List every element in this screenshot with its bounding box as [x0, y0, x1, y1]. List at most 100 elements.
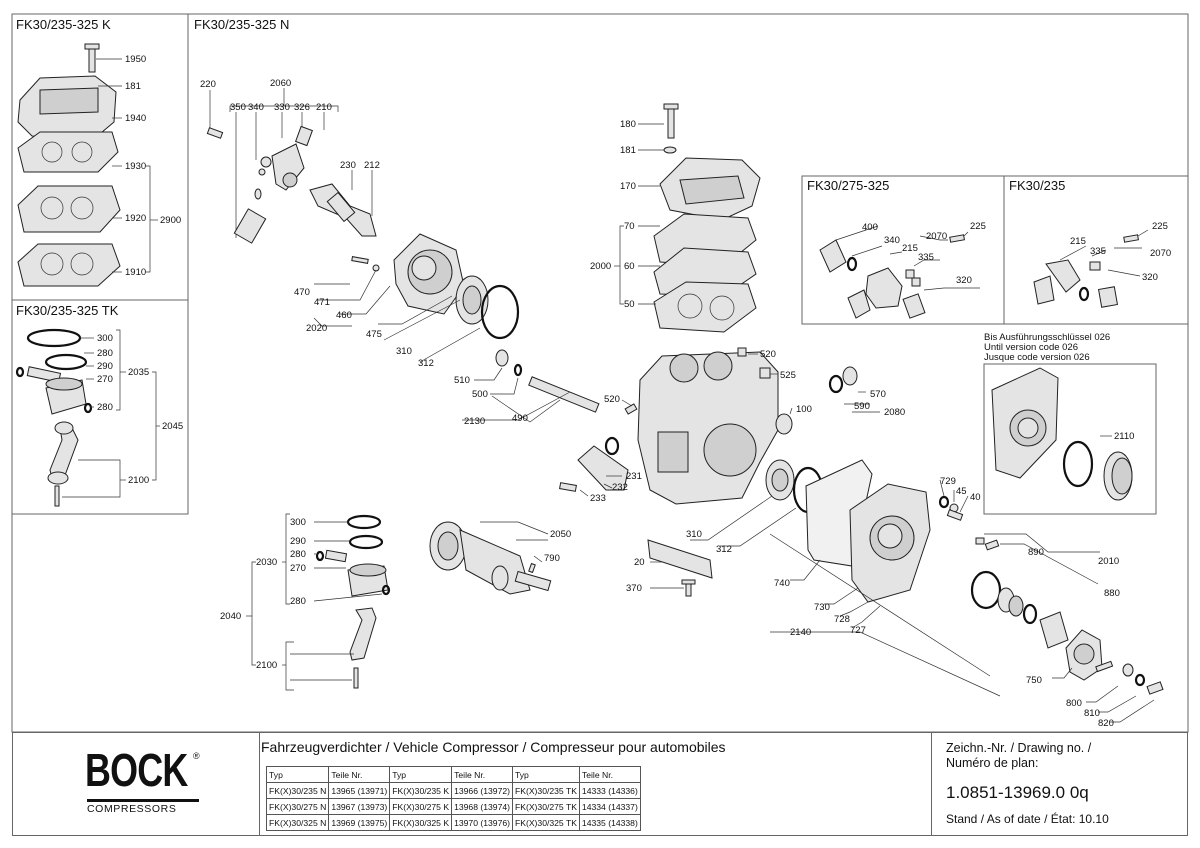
label-290: 290 [290, 536, 306, 547]
section-title-n: FK30/235-325 N [194, 17, 289, 32]
label-2140: 2140 [790, 627, 811, 638]
label-300: 300 [290, 517, 306, 528]
label-340: 340 [248, 102, 264, 113]
label-730: 730 [814, 602, 830, 613]
table-row: FK(X)30/235 N 13965 (13971) FK(X)30/235 … [265, 782, 641, 799]
k-section-parts [17, 43, 158, 287]
label-181: 181 [620, 145, 636, 156]
label-470: 470 [294, 287, 310, 298]
table-cell: FK(X)30/325 N [265, 814, 330, 831]
label-810: 810 [1084, 708, 1100, 719]
n-flange-parts [313, 233, 520, 363]
label-310-a: 310 [396, 346, 412, 357]
version-note-fr: Jusque code version 026 [984, 352, 1090, 363]
table-header-row: Typ Teile Nr. Typ Teile Nr. Typ Teile Nr… [265, 766, 641, 783]
label-510: 510 [454, 375, 470, 386]
label-230: 230 [340, 160, 356, 171]
tk-section-parts [15, 328, 160, 507]
label-460: 460 [336, 310, 352, 321]
tk-label-300: 300 [97, 333, 113, 344]
label-310-b: 310 [686, 529, 702, 540]
table-cell: FK(X)30/275 N [265, 798, 330, 815]
label-181-k: 181 [125, 81, 141, 92]
label-1920: 1920 [125, 213, 146, 224]
header-teile-nr: Teile Nr. [328, 766, 391, 783]
label-729: 729 [940, 476, 956, 487]
label-525: 525 [780, 370, 796, 381]
table-cell: FK(X)30/325 TK [511, 814, 580, 831]
label-50: 50 [624, 299, 635, 310]
label-2050: 2050 [550, 529, 571, 540]
alt2-label-2070: 2070 [1150, 248, 1171, 259]
table-cell: 14333 (14336) [578, 782, 641, 799]
label-880: 880 [1104, 588, 1120, 599]
tk-label-290: 290 [97, 361, 113, 372]
alt2-label-320: 320 [1142, 272, 1158, 283]
alt-label-340: 340 [884, 235, 900, 246]
label-520-a: 520 [760, 349, 776, 360]
label-750: 750 [1026, 675, 1042, 686]
table-cell: 14334 (14337) [578, 798, 641, 815]
label-490: 490 [512, 413, 528, 424]
label-312-b: 312 [716, 544, 732, 555]
base-plate-parts [647, 539, 713, 597]
label-890: 890 [1028, 547, 1044, 558]
label-800: 800 [1066, 698, 1082, 709]
label-170: 170 [620, 181, 636, 192]
drawing-info-cell: Zeichn.-Nr. / Drawing no. / Numéro de pl… [931, 733, 1188, 835]
label-326: 326 [294, 102, 310, 113]
n-piston-parts [246, 513, 391, 691]
table-cell: FK(X)30/235 TK [511, 782, 580, 799]
label-270: 270 [290, 563, 306, 574]
alt-label-225: 225 [970, 221, 986, 232]
alt-label-335: 335 [918, 252, 934, 263]
table-cell: FK(X)30/325 K [389, 814, 453, 831]
header-typ: Typ [265, 766, 330, 783]
table-cell: 13965 (13971) [328, 782, 391, 799]
label-212: 212 [364, 160, 380, 171]
header-typ: Typ [511, 766, 580, 783]
label-2900: 2900 [160, 215, 181, 226]
table-cell: FK(X)30/235 N [265, 782, 330, 799]
header-teile-nr: Teile Nr. [451, 766, 513, 783]
label-1930: 1930 [125, 161, 146, 172]
section-title-275: FK30/275-325 [807, 178, 889, 193]
version-note-en: Until version code 026 [984, 342, 1078, 353]
tk-label-2035: 2035 [128, 367, 149, 378]
alt-label-2070: 2070 [926, 231, 947, 242]
label-312-a: 312 [418, 358, 434, 369]
label-727: 727 [850, 625, 866, 636]
oil-pump-parts [970, 533, 1164, 723]
label-2040: 2040 [220, 611, 241, 622]
table-cell: FK(X)30/275 K [389, 798, 453, 815]
section-tk-frame [11, 299, 189, 515]
label-60: 60 [624, 261, 635, 272]
table-row: FK(X)30/325 N 13969 (13975) FK(X)30/325 … [265, 814, 641, 831]
label-2130: 2130 [464, 416, 485, 427]
description-title: Fahrzeugverdichter / Vehicle Compressor … [261, 739, 726, 755]
section-title-235: FK30/235 [1009, 178, 1065, 193]
label-70: 70 [624, 221, 635, 232]
label-740: 740 [774, 578, 790, 589]
label-233: 233 [590, 493, 606, 504]
label-2000: 2000 [590, 261, 611, 272]
label-2080: 2080 [884, 407, 905, 418]
label-330: 330 [274, 102, 290, 113]
label-180: 180 [620, 119, 636, 130]
drawing-label-line1: Zeichn.-Nr. / Drawing no. / [946, 741, 1092, 755]
label-820: 820 [1098, 718, 1114, 729]
alt-235-parts [1033, 229, 1149, 308]
table-cell: 13966 (13972) [451, 782, 513, 799]
label-1910: 1910 [125, 267, 146, 278]
tk-label-270: 270 [97, 374, 113, 385]
label-280-b: 280 [290, 596, 306, 607]
shaft-parts [462, 349, 600, 423]
table-cell: 14335 (14338) [578, 814, 641, 831]
alt-275-parts [819, 225, 980, 319]
label-220: 220 [200, 79, 216, 90]
label-728: 728 [834, 614, 850, 625]
drawing-number: 1.0851-13969.0 0q [946, 783, 1089, 802]
alt2-label-225: 225 [1152, 221, 1168, 232]
rear-cover-parts [690, 459, 1001, 697]
label-280-a: 280 [290, 549, 306, 560]
